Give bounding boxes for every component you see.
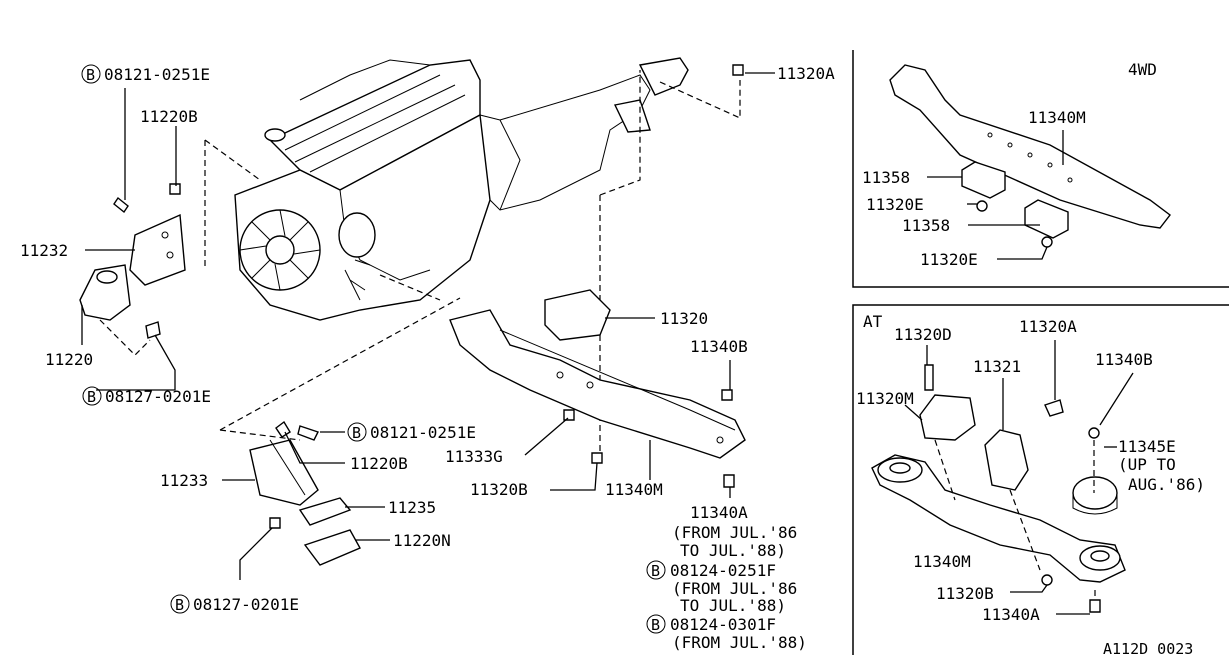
b-symbol: B — [86, 66, 95, 84]
label-at-11321: 11321 — [973, 357, 1021, 376]
inset-4wd-title: 4WD — [1128, 60, 1157, 79]
label-11233: 11233 — [160, 471, 208, 490]
label-bolt-08121-top: 08121-0251E — [104, 65, 210, 84]
note-from-jul86: (FROM JUL.'86 — [672, 523, 797, 542]
insulator-11345e — [1072, 476, 1118, 515]
note-at-aug86: AUG.'86) — [1128, 475, 1205, 494]
bolt-icon — [113, 183, 319, 529]
crossmember-11340m — [449, 309, 746, 459]
label-11232: 11232 — [20, 241, 68, 260]
b-symbol: B — [651, 616, 660, 634]
label-at-11320m: 11320M — [856, 389, 914, 408]
label-4wd-11358-a: 11358 — [862, 168, 910, 187]
label-bolt-08121-lower: 08121-0251E — [370, 423, 476, 442]
inset-4wd-frame — [852, 50, 1229, 288]
label-at-11340m: 11340M — [913, 552, 971, 571]
label-11220b-lower: 11220B — [350, 454, 408, 473]
note-from-jul88: (FROM JUL.'88) — [672, 633, 807, 652]
mount-bracket-11232 — [129, 213, 186, 286]
b-symbol-icon — [81, 64, 666, 634]
bolt-icon — [924, 364, 1101, 613]
label-11340m: 11340M — [605, 480, 663, 499]
label-bolt-08124-0301f: 08124-0301F — [670, 615, 776, 634]
bracket-11321 — [984, 429, 1029, 491]
label-11340b: 11340B — [690, 337, 748, 356]
b-symbol: B — [87, 388, 96, 406]
label-11320: 11320 — [660, 309, 708, 328]
label-at-11320b: 11320B — [936, 584, 994, 603]
label-11235: 11235 — [388, 498, 436, 517]
label-4wd-11358-b: 11358 — [902, 216, 950, 235]
leader-lines — [81, 72, 775, 580]
bracket-11235 — [298, 497, 352, 526]
label-4wd-11320e-a: 11320E — [866, 195, 924, 214]
label-bolt-08127-bottom: 08127-0201E — [193, 595, 299, 614]
nut-icon — [563, 64, 744, 488]
label-bolt-08127-mid: 08127-0201E — [105, 387, 211, 406]
b-symbol: B — [175, 596, 184, 614]
label-11220b-top: 11220B — [140, 107, 198, 126]
b-symbol: B — [651, 562, 660, 580]
label-at-11320a: 11320A — [1019, 317, 1077, 336]
crossmember-at — [871, 454, 1126, 583]
label-11220n: 11220N — [393, 531, 451, 550]
note-to-jul88-b: TO JUL.'88) — [680, 596, 786, 615]
label-11320a: 11320A — [777, 64, 835, 83]
note-from-jul86-b: (FROM JUL.'86 — [672, 579, 797, 598]
insulator-11320 — [544, 289, 611, 341]
label-bolt-08124-0251f: 08124-0251F — [670, 561, 776, 580]
note-at-up-to: (UP TO — [1118, 455, 1176, 474]
label-4wd-11320e-b: 11320E — [920, 250, 978, 269]
label-at-11320d: 11320D — [894, 325, 952, 344]
note-to-jul88: TO JUL.'88) — [680, 541, 786, 560]
insulator-11220n — [303, 529, 361, 566]
label-at-11345e: 11345E — [1118, 437, 1176, 456]
label-11220: 11220 — [45, 350, 93, 369]
crossmember-4wd — [889, 64, 1171, 229]
label-11333g: 11333G — [445, 447, 503, 466]
b-symbol: B — [352, 424, 361, 442]
inset-at-frame — [852, 304, 1229, 655]
label-11320b: 11320B — [470, 480, 528, 499]
engine-illustration — [234, 57, 689, 321]
mount-bracket-11233 — [249, 439, 319, 506]
label-11340a: 11340A — [690, 503, 748, 522]
inset-at-title: AT — [863, 312, 883, 331]
bracket-11320m — [919, 394, 976, 441]
fan-icon — [239, 209, 321, 291]
diagram-id: A112D 0023 — [1103, 640, 1193, 658]
label-at-11340b: 11340B — [1095, 350, 1153, 369]
label-4wd-11340m: 11340M — [1028, 108, 1086, 127]
insulator-11220 — [79, 264, 131, 321]
label-at-11340a: 11340A — [982, 605, 1040, 624]
